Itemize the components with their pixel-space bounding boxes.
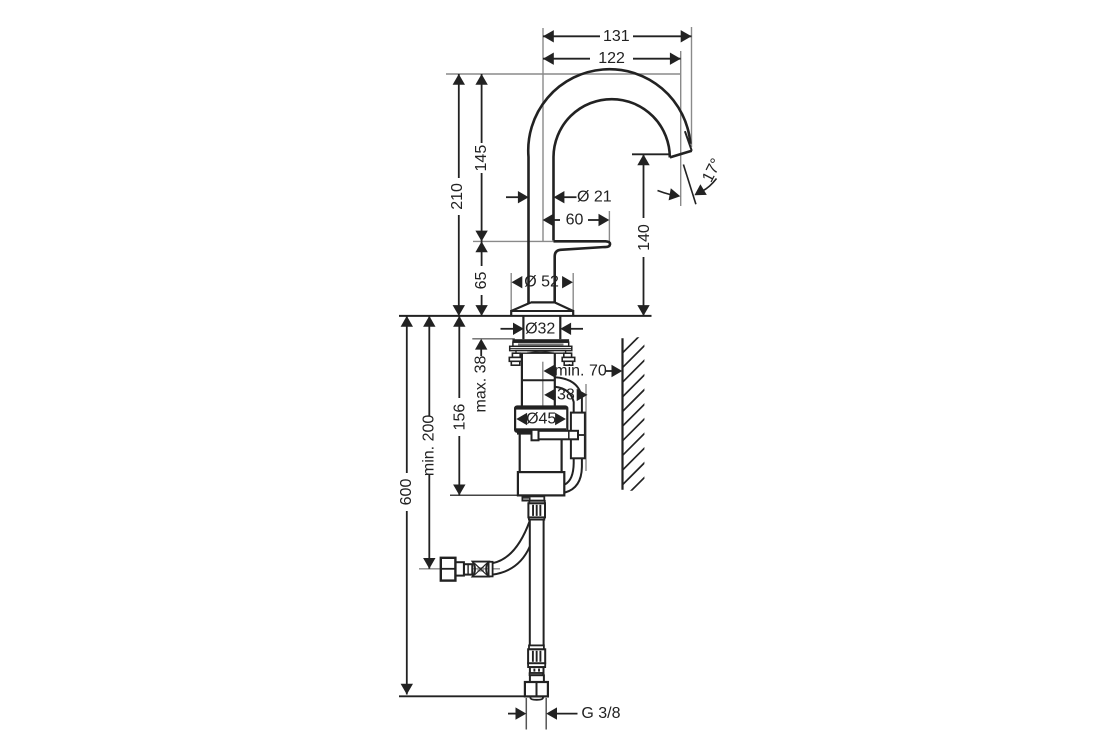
svg-text:600: 600 <box>398 479 415 506</box>
svg-text:max. 38: max. 38 <box>473 355 490 412</box>
svg-text:140: 140 <box>636 224 653 251</box>
svg-text:G 3/8: G 3/8 <box>581 705 620 722</box>
svg-text:Ø 52: Ø 52 <box>524 274 559 291</box>
svg-text:65: 65 <box>473 272 490 290</box>
svg-text:Ø32: Ø32 <box>525 320 555 337</box>
svg-text:145: 145 <box>473 145 490 172</box>
svg-text:Ø45: Ø45 <box>526 411 556 428</box>
svg-text:210: 210 <box>449 183 466 210</box>
svg-text:156: 156 <box>452 404 469 431</box>
svg-text:131: 131 <box>603 28 630 45</box>
svg-text:min. 200: min. 200 <box>421 415 438 476</box>
svg-text:60: 60 <box>566 212 584 229</box>
svg-text:122: 122 <box>598 50 625 67</box>
svg-text:17°: 17° <box>699 156 725 185</box>
svg-text:Ø 21: Ø 21 <box>577 189 612 206</box>
svg-text:38: 38 <box>557 386 575 403</box>
svg-text:min. 70: min. 70 <box>554 363 607 380</box>
